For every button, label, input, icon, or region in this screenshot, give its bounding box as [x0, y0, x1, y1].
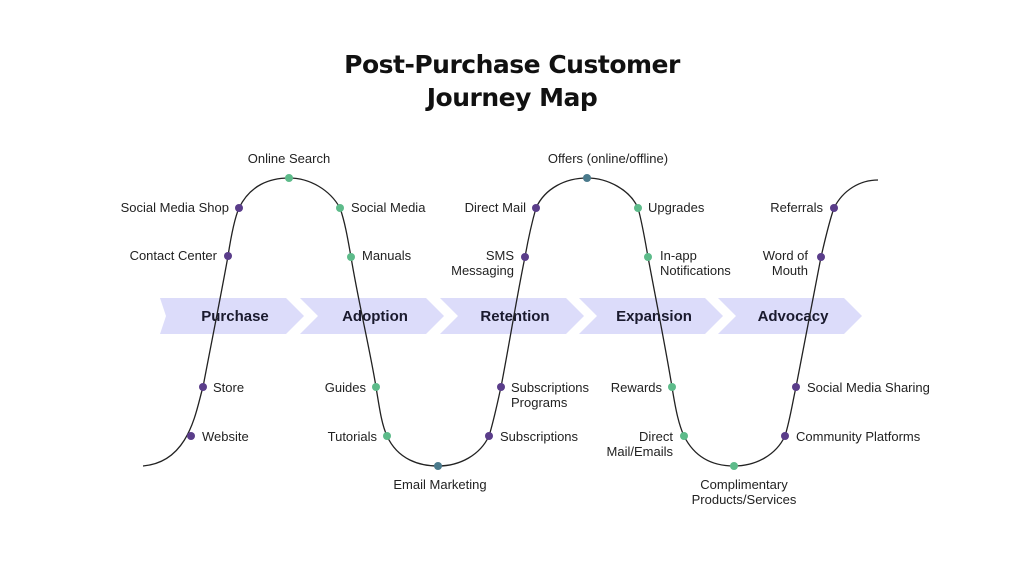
stage-label-advocacy: Advocacy [758, 308, 830, 325]
touchpoint-dot-social-media-shop [235, 204, 243, 212]
touchpoint-dot-social-media [336, 204, 344, 212]
touchpoint-label-direct-mail: Direct Mail [465, 200, 527, 215]
stage-label-expansion: Expansion [616, 308, 692, 325]
touchpoint-label-rewards: Rewards [611, 380, 663, 395]
touchpoint-label-website: Website [202, 429, 249, 444]
touchpoint-dot-upgrades [634, 204, 642, 212]
touchpoint-dot-offers-online-offline [583, 174, 591, 182]
touchpoint-label-offers-online-offline: Offers (online/offline) [548, 151, 668, 166]
touchpoint-dot-subscriptions-programs [497, 383, 505, 391]
touchpoint-dot-community-platforms [781, 432, 789, 440]
touchpoint-label-online-search: Online Search [248, 151, 330, 166]
stage-arrow-retention [440, 298, 584, 334]
stage-arrow-adoption [300, 298, 444, 334]
stage-arrows: Purchase Adoption Retention Expansion Advoca… [160, 298, 862, 334]
touchpoint-dot-word-of-mouth [817, 253, 825, 261]
touchpoint-dot-subscriptions [485, 432, 493, 440]
touchpoint-dot-contact-center [224, 252, 232, 260]
touchpoint-label-social-media-shop: Social Media Shop [121, 200, 229, 215]
touchpoint-dot-direct-mail-emails [680, 432, 688, 440]
touchpoint-dot-website [187, 432, 195, 440]
stage-label-purchase: Purchase [201, 308, 269, 325]
stage-arrow-advocacy [718, 298, 862, 334]
touchpoint-dot-complimentary-products-services [730, 462, 738, 470]
touchpoint-label-social-media: Social Media [351, 200, 426, 215]
title-line-1: Post-Purchase Customer [344, 50, 680, 79]
touchpoint-label-guides: Guides [325, 380, 367, 395]
touchpoint-dot-store [199, 383, 207, 391]
touchpoint-label-referrals: Referrals [770, 200, 823, 215]
touchpoint-label-store: Store [213, 380, 244, 395]
stage-arrow-expansion [579, 298, 723, 334]
touchpoint-dots [187, 174, 838, 470]
touchpoint-label-community-platforms: Community Platforms [796, 429, 921, 444]
touchpoint-label-manuals: Manuals [362, 248, 412, 263]
touchpoint-dot-referrals [830, 204, 838, 212]
touchpoint-dot-tutorials [383, 432, 391, 440]
touchpoint-dot-sms-messaging [521, 253, 529, 261]
touchpoint-dot-manuals [347, 253, 355, 261]
title-line-2: Journey Map [426, 83, 598, 112]
stage-label-adoption: Adoption [342, 308, 408, 325]
touchpoint-label-email-marketing: Email Marketing [393, 477, 486, 492]
touchpoint-dot-online-search [285, 174, 293, 182]
touchpoint-dot-in-app-notifications [644, 253, 652, 261]
touchpoint-label-contact-center: Contact Center [130, 248, 218, 263]
touchpoint-dot-rewards [668, 383, 676, 391]
touchpoint-label-subscriptions: Subscriptions [500, 429, 579, 444]
stage-label-retention: Retention [480, 308, 549, 325]
touchpoint-dot-guides [372, 383, 380, 391]
touchpoint-dot-direct-mail [532, 204, 540, 212]
stage-arrow-purchase [160, 298, 304, 334]
touchpoint-label-tutorials: Tutorials [328, 429, 378, 444]
touchpoint-dot-email-marketing [434, 462, 442, 470]
touchpoint-label-social-media-sharing: Social Media Sharing [807, 380, 930, 395]
touchpoint-label-upgrades: Upgrades [648, 200, 705, 215]
touchpoint-dot-social-media-sharing [792, 383, 800, 391]
page-title: Post-Purchase Customer Journey Map [0, 48, 1024, 114]
